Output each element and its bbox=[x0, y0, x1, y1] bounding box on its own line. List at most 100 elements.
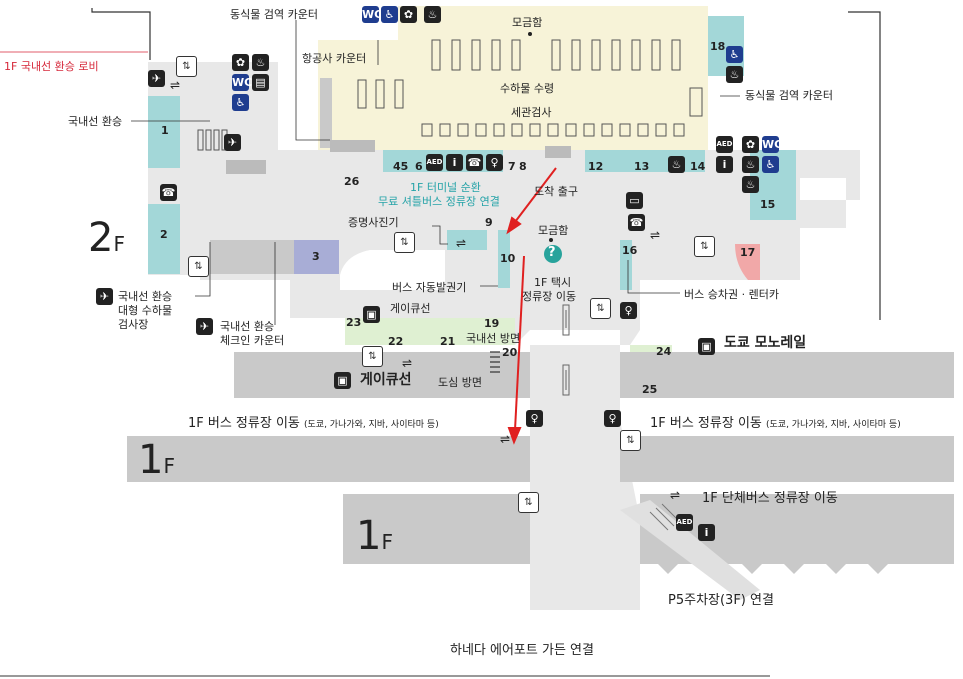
transfer-person-icon: ✈ bbox=[148, 70, 165, 87]
baby-room-icon: ✿ bbox=[400, 6, 417, 23]
zone-number: 6 bbox=[415, 160, 423, 173]
escalator-icon: ⇌ bbox=[500, 432, 511, 446]
label-quarantine-right: 동식물 검역 카운터 bbox=[745, 89, 833, 102]
label-checkin-1: 국내선 환승 bbox=[220, 320, 275, 333]
zone-number: 19 bbox=[484, 317, 500, 330]
info-icon: i bbox=[446, 154, 463, 171]
label-p5-parking: P5주차장(3F) 연결 bbox=[668, 593, 774, 608]
aed-icon: AED bbox=[426, 154, 443, 171]
zone-number: 14 bbox=[690, 160, 706, 173]
smoking-icon: ♨ bbox=[668, 156, 685, 173]
label-arrival-exit: 도착 출구 bbox=[534, 185, 578, 198]
zone-number: 1 bbox=[161, 124, 169, 137]
zone-number: 22 bbox=[388, 335, 404, 348]
corridor-monorail bbox=[620, 352, 954, 398]
escalator-icon: ⇌ bbox=[402, 356, 413, 370]
toilet-icon: WC bbox=[362, 6, 383, 23]
label-shuttle-2: 무료 셔틀버스 정류장 연결 bbox=[378, 195, 500, 208]
toilet-icon: WC bbox=[232, 74, 253, 91]
smoking-icon: ♨ bbox=[726, 66, 743, 83]
label-transfer-check-3: 검사장 bbox=[118, 318, 149, 331]
label-domestic-direction: 국내선 방면 bbox=[466, 332, 521, 345]
smoking-icon: ♨ bbox=[742, 176, 759, 193]
info-icon: i bbox=[698, 524, 715, 541]
zone-number: 10 bbox=[500, 252, 516, 265]
escalator-icon: ⇌ bbox=[670, 488, 681, 502]
corridor-1f-left bbox=[127, 436, 530, 482]
monorail-icon: ▣ bbox=[698, 338, 715, 355]
label-baggage-claim: 수하물 수령 bbox=[500, 82, 555, 95]
baby-room-icon: ✿ bbox=[742, 136, 759, 153]
train-icon: ▣ bbox=[334, 372, 351, 389]
zone-number: 9 bbox=[485, 216, 493, 229]
label-customs: 세관검사 bbox=[511, 106, 552, 119]
zone-number: 45 bbox=[393, 160, 409, 173]
aed-icon: AED bbox=[716, 136, 733, 153]
phone-icon: ☎ bbox=[466, 154, 483, 171]
smoking-icon: ♨ bbox=[252, 54, 269, 71]
phone-icon: ☎ bbox=[160, 184, 177, 201]
zone-number: 2 bbox=[160, 228, 168, 241]
corridor-1f-right bbox=[620, 436, 954, 482]
zone-number: 7 bbox=[508, 160, 516, 173]
label-transfer-check-2: 대형 수하물 bbox=[118, 304, 173, 317]
label-bus-left: 1F 버스 정류장 이동 (도쿄, 가나가와, 지바, 사이타마 등) bbox=[188, 416, 439, 431]
label-transfer-check-1: 국내선 환승 bbox=[118, 290, 173, 303]
label-taxi-1: 1F 택시 bbox=[534, 276, 572, 289]
zone-number: 17 bbox=[740, 246, 756, 259]
label-group-bus: 1F 단체버스 정류장 이동 bbox=[702, 491, 838, 506]
elevator-icon: ⇅ bbox=[620, 430, 641, 451]
zone-number: 15 bbox=[760, 198, 776, 211]
wheelchair-icon: ♿ bbox=[762, 156, 779, 173]
elevator-icon: ⇅ bbox=[176, 56, 197, 77]
toilet-icon: ♀ bbox=[526, 410, 543, 427]
wheelchair-icon: ♿ bbox=[381, 6, 398, 23]
transfer-person-icon: ✈ bbox=[224, 134, 241, 151]
floor-label-1f-b: 1F bbox=[356, 513, 393, 559]
label-taxi-2: 정류장 이동 bbox=[522, 290, 577, 303]
transfer-person-icon: ✈ bbox=[96, 288, 113, 305]
zone-1 bbox=[148, 96, 180, 168]
locker-icon: ▤ bbox=[252, 74, 269, 91]
smoking-icon: ♨ bbox=[742, 156, 759, 173]
zone-number: 23 bbox=[346, 316, 362, 329]
zone-number: 20 bbox=[502, 346, 518, 359]
elevator-icon: ⇅ bbox=[362, 346, 383, 367]
label-keikyu-big: 게이큐선 bbox=[360, 372, 412, 388]
wheelchair-icon: ♿ bbox=[232, 94, 249, 111]
label-bus-right: 1F 버스 정류장 이동 (도쿄, 가나가와, 지바, 사이타마 등) bbox=[650, 416, 901, 431]
toilet-icon: ♀ bbox=[620, 302, 637, 319]
floor-label-1f-a: 1F bbox=[138, 437, 175, 483]
label-domestic-transfer: 국내선 환승 bbox=[68, 115, 123, 128]
floor-label-2f: 2F bbox=[88, 215, 125, 261]
zone-number: 24 bbox=[656, 345, 672, 358]
zone-2 bbox=[148, 204, 180, 274]
label-city-direction: 도심 방면 bbox=[438, 376, 482, 389]
corridor-1f-bottom bbox=[343, 494, 530, 564]
baby-room-icon: ✿ bbox=[232, 54, 249, 71]
label-bus-ticket-machine: 버스 자동발권기 bbox=[392, 281, 467, 294]
phone-icon: ☎ bbox=[628, 214, 645, 231]
label-checkin-2: 체크인 카운터 bbox=[220, 334, 285, 347]
zone-number: 21 bbox=[440, 335, 456, 348]
label-domestic-lobby: 1F 국내선 환승 로비 bbox=[4, 60, 99, 73]
zone-17 bbox=[735, 244, 760, 280]
elevator-icon: ⇅ bbox=[518, 492, 539, 513]
train-icon: ▣ bbox=[363, 306, 380, 323]
elevator-icon: ⇅ bbox=[394, 232, 415, 253]
smoking-icon: ♨ bbox=[424, 6, 441, 23]
baggage-hall bbox=[398, 6, 708, 150]
label-bus-ticket-rental: 버스 승차권 · 렌터카 bbox=[684, 288, 779, 301]
toilet-icon: ♀ bbox=[486, 154, 503, 171]
label-shuttle-1: 1F 터미널 순환 bbox=[410, 181, 481, 194]
zone-number: 16 bbox=[622, 244, 638, 257]
elevator-icon: ⇅ bbox=[188, 256, 209, 277]
label-garden-connection: 하네다 에어포트 가든 연결 bbox=[450, 643, 594, 658]
escalator-icon: ⇌ bbox=[650, 228, 661, 242]
info-icon: i bbox=[716, 156, 733, 173]
zone-number: 13 bbox=[634, 160, 650, 173]
computer-icon: ▭ bbox=[626, 192, 643, 209]
wheelchair-icon: ♿ bbox=[726, 46, 743, 63]
escalator-icon: ⇌ bbox=[170, 78, 181, 92]
